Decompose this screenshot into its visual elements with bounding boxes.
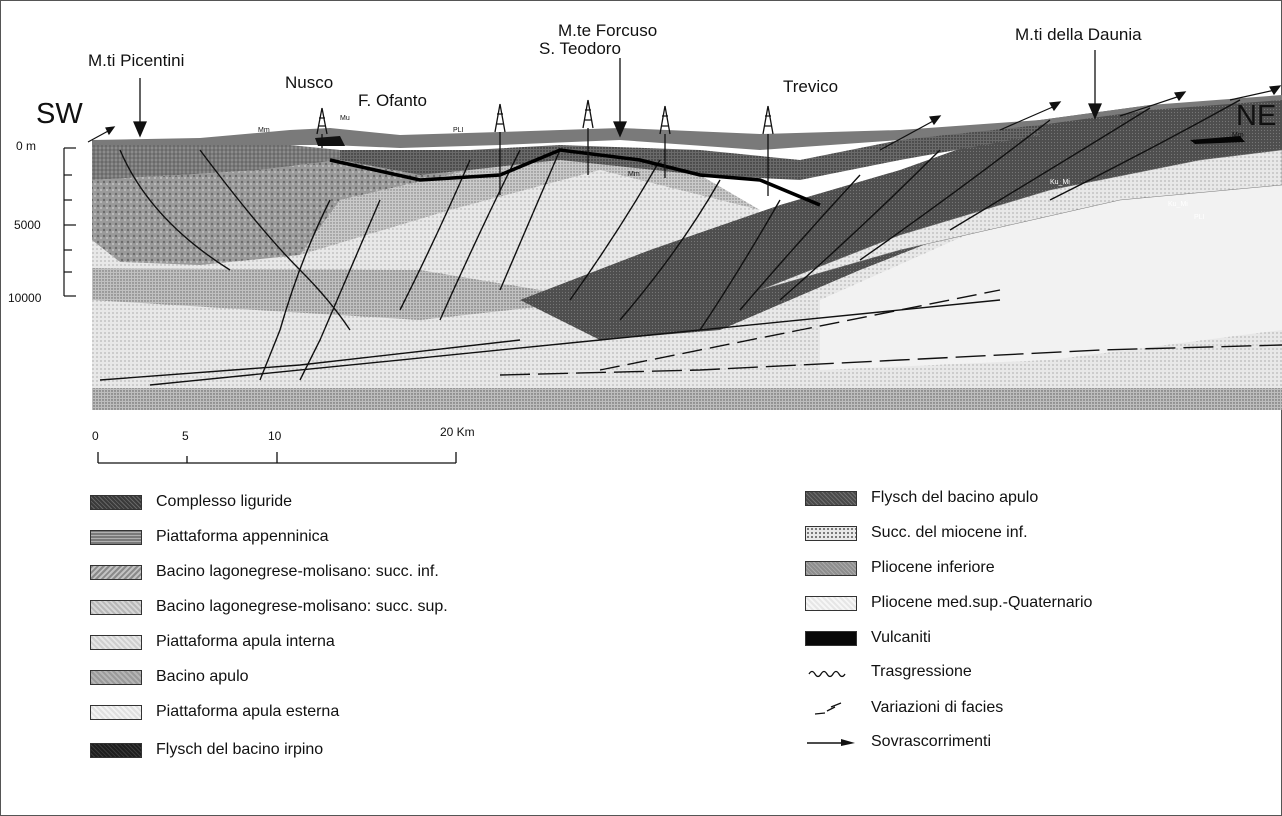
- legend-swatch: [90, 495, 142, 510]
- legend-label: Bacino lagonegrese-molisano: succ. inf.: [156, 563, 439, 581]
- legend-item: Flysch del bacino apulo: [805, 486, 857, 510]
- legend-item: Pliocene med.sup.-Quaternario: [805, 591, 857, 615]
- legend-label: Pliocene inferiore: [871, 559, 995, 577]
- facies-symbol-icon: [805, 698, 857, 718]
- legend-swatch: [805, 631, 857, 646]
- place-label-nusco: Nusco: [285, 74, 333, 91]
- legend-swatch: [805, 526, 857, 541]
- legend-item: Piattaforma apula interna: [90, 630, 142, 654]
- location-arrows: [134, 50, 1101, 136]
- legend-swatch: [805, 561, 857, 576]
- scale-label-0: 0: [92, 430, 99, 442]
- place-label-trevico: Trevico: [783, 78, 838, 95]
- legend-item: Vulcaniti: [805, 626, 857, 650]
- legend-swatch: [90, 705, 142, 720]
- legend-label: Succ. del miocene inf.: [871, 524, 1028, 542]
- place-label-teodoro: S. Teodoro: [539, 40, 621, 57]
- legend-swatch: [90, 600, 142, 615]
- wave-symbol-icon: [805, 662, 857, 682]
- legend-swatch: [90, 530, 142, 545]
- legend-label: Flysch del bacino apulo: [871, 489, 1038, 507]
- legend-swatch: [805, 491, 857, 506]
- legend-label: Variazioni di facies: [871, 699, 1003, 717]
- unit-label: PLI: [1194, 214, 1205, 221]
- legend-label: Pliocene med.sup.-Quaternario: [871, 594, 1092, 612]
- legend-label: Sovrascorrimenti: [871, 733, 991, 751]
- legend-swatch: [805, 596, 857, 611]
- legend-swatch: [90, 743, 142, 758]
- legend-swatch: [90, 635, 142, 650]
- place-label-daunia: M.ti della Daunia: [1015, 26, 1142, 43]
- depth-axis: [64, 148, 76, 296]
- scale-label-10: 10: [268, 430, 281, 442]
- place-label-picentini: M.ti Picentini: [88, 52, 184, 69]
- unit-label: Mm: [258, 127, 270, 134]
- legend-label: Piattaforma apula interna: [156, 633, 335, 651]
- legend-item: Trasgressione: [805, 660, 857, 684]
- legend-label: Piattaforma apula esterna: [156, 703, 339, 721]
- legend-label: Vulcaniti: [871, 629, 931, 647]
- legend-label: Piattaforma appenninica: [156, 528, 329, 546]
- unit-label: Ku_Mi: [1050, 179, 1070, 186]
- legend-label: Flysch del bacino irpino: [156, 741, 323, 759]
- legend-item: Variazioni di facies: [805, 696, 857, 720]
- legend-label: Bacino apulo: [156, 668, 249, 686]
- unit-label: PLI: [453, 127, 464, 134]
- legend-item: Bacino lagonegrese-molisano: succ. sup.: [90, 595, 142, 619]
- place-label-ofanto: F. Ofanto: [358, 92, 427, 109]
- legend-item: Sovrascorrimenti: [805, 730, 857, 754]
- legend-item: Piattaforma appenninica: [90, 525, 142, 549]
- unit-label: Ku_Mi: [1168, 201, 1188, 208]
- basement-band: [92, 388, 1282, 410]
- legend-item: Piattaforma apula esterna: [90, 700, 142, 724]
- legend-label: Trasgressione: [871, 663, 972, 681]
- scale-label-20km: 20 Km: [440, 426, 475, 438]
- legend-item: Pliocene inferiore: [805, 556, 857, 580]
- direction-sw: SW: [36, 100, 83, 129]
- scale-bar: [98, 452, 456, 463]
- legend-item: Succ. del miocene inf.: [805, 521, 857, 545]
- legend-label: Complesso liguride: [156, 493, 292, 511]
- depth-label-0: 0 m: [16, 140, 36, 152]
- direction-ne: NE: [1236, 102, 1276, 131]
- legend-label: Bacino lagonegrese-molisano: succ. sup.: [156, 598, 448, 616]
- thrust-symbol-icon: [805, 732, 857, 752]
- legend-item: Bacino lagonegrese-molisano: succ. inf.: [90, 560, 142, 584]
- scale-label-5: 5: [182, 430, 189, 442]
- legend-swatch: [90, 670, 142, 685]
- legend-item: Complesso liguride: [90, 490, 142, 514]
- legend-item: Bacino apulo: [90, 665, 142, 689]
- legend-swatch: [90, 565, 142, 580]
- unit-label: Mu: [340, 115, 350, 122]
- unit-label: Mm: [1232, 132, 1244, 139]
- unit-label: Mm: [628, 171, 640, 178]
- place-label-forcuso: M.te Forcuso: [558, 22, 657, 39]
- depth-label-5000: 5000: [14, 219, 41, 231]
- legend-item: Flysch del bacino irpino: [90, 738, 142, 762]
- depth-label-10000: 10000: [8, 292, 41, 304]
